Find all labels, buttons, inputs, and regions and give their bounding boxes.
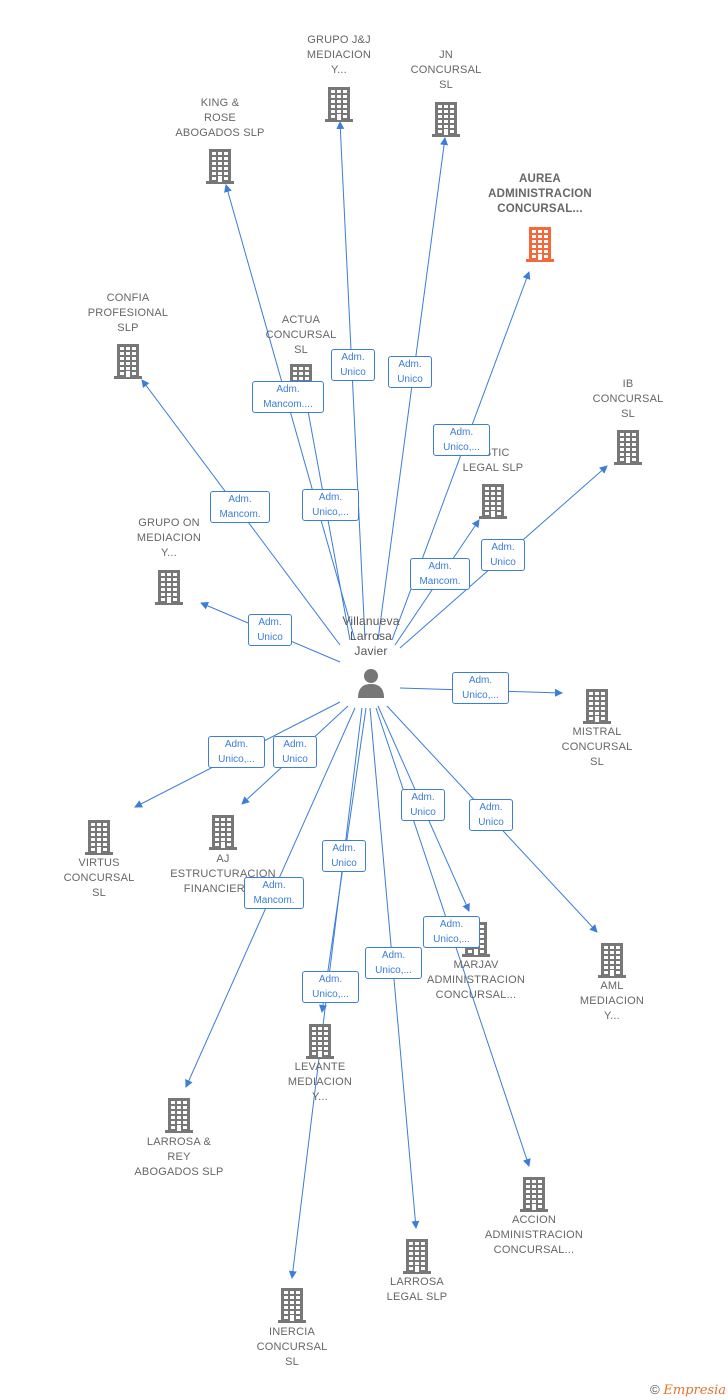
company-node-ib[interactable]: IB CONCURSAL SL — [563, 377, 693, 465]
company-label-actua[interactable]: ACTUA CONCURSAL SL — [265, 314, 337, 356]
edge-label-king-rose[interactable]: Adm. Mancom.... — [252, 381, 324, 413]
company-node-king-rose[interactable]: KING & ROSE ABOGADOS SLP — [155, 96, 285, 184]
copyright-symbol: © — [650, 1382, 660, 1397]
edge-label-confia[interactable]: Adm. Mancom. — [210, 491, 270, 523]
company-label-grupo-on[interactable]: GRUPO ON MEDIACION Y... — [136, 517, 202, 559]
edge-label-estic[interactable]: Adm. Mancom. — [410, 558, 470, 590]
company-label-accion[interactable]: ACCION ADMINISTRACION CONCURSAL... — [484, 1214, 584, 1256]
building-icon — [155, 570, 183, 605]
company-node-grupo-on[interactable]: GRUPO ON MEDIACION Y... — [104, 516, 234, 605]
building-icon — [432, 102, 460, 137]
building-icon — [614, 430, 642, 465]
brand-logo[interactable]: Empresia — [663, 1383, 726, 1398]
company-label-virtus[interactable]: VIRTUS CONCURSAL SL — [63, 857, 135, 899]
building-icon — [598, 943, 626, 978]
edge-jn — [377, 137, 449, 641]
building-icon — [583, 689, 611, 724]
edge-label-aj[interactable]: Adm. Unico — [273, 736, 317, 768]
building-icon — [114, 344, 142, 379]
company-label-aurea[interactable]: AUREA ADMINISTRACION CONCURSAL... — [488, 173, 592, 215]
company-label-inercia[interactable]: INERCIA CONCURSAL SL — [256, 1326, 328, 1368]
edge-label-aml[interactable]: Adm. Unico — [469, 799, 513, 831]
edge-label-aurea[interactable]: Adm. Unico,... — [433, 424, 490, 456]
company-node-estic[interactable]: ESTIC LEGAL SLP — [428, 446, 558, 519]
edge-label-inercia[interactable]: Adm. Unico,... — [302, 971, 359, 1003]
company-label-levante[interactable]: LEVANTE MEDIACION Y... — [287, 1061, 353, 1103]
edge-label-accion[interactable]: Adm. Unico,... — [423, 916, 480, 948]
building-icon — [85, 820, 113, 855]
company-label-ib[interactable]: IB CONCURSAL SL — [592, 378, 664, 420]
edge-label-larrosa-rey[interactable]: Adm. Mancom. — [244, 877, 304, 909]
person-icon — [358, 669, 384, 698]
company-node-grupo-jj[interactable]: GRUPO J&J MEDIACION Y... — [274, 33, 404, 122]
edge-label-ib[interactable]: Adm. Unico — [481, 539, 525, 571]
building-icon — [479, 484, 507, 519]
edge-label-virtus[interactable]: Adm. Unico,... — [208, 736, 265, 768]
footer: © Empresia — [650, 1382, 726, 1398]
building-icon — [325, 87, 353, 122]
company-label-jn[interactable]: JN CONCURSAL SL — [410, 49, 482, 91]
company-label-grupo-jj[interactable]: GRUPO J&J MEDIACION Y... — [306, 34, 372, 76]
edge-label-jn[interactable]: Adm. Unico — [388, 356, 432, 388]
edge-label-marjav[interactable]: Adm. Unico — [401, 789, 445, 821]
person-name-label[interactable]: Villanueva Larrosa Javier — [342, 614, 400, 658]
edge-label-grupo-on[interactable]: Adm. Unico — [248, 614, 292, 646]
company-label-mistral[interactable]: MISTRAL CONCURSAL SL — [561, 726, 633, 768]
building-icon — [209, 815, 237, 850]
building-icon — [306, 1024, 334, 1059]
edge-label-levante[interactable]: Adm. Unico — [322, 840, 366, 872]
building-icon — [403, 1239, 431, 1274]
company-label-marjav[interactable]: MARJAV ADMINISTRACION CONCURSAL... — [426, 959, 526, 1001]
edge-label-larrosa-legal[interactable]: Adm. Unico,... — [365, 947, 422, 979]
person-node-center[interactable]: Villanueva Larrosa Javier — [321, 614, 421, 699]
company-label-confia[interactable]: CONFIA PROFESIONAL SLP — [87, 292, 169, 334]
company-node-actua[interactable]: ACTUA CONCURSAL SL — [236, 313, 366, 399]
building-icon — [526, 227, 554, 262]
edge-label-actua[interactable]: Adm. Unico,... — [302, 489, 359, 521]
edge-label-grupo-jj[interactable]: Adm. Unico — [331, 349, 375, 381]
company-node-jn[interactable]: JN CONCURSAL SL — [381, 48, 511, 137]
company-label-aml[interactable]: AML MEDIACION Y... — [579, 980, 645, 1022]
edge-grupo-jj — [336, 121, 366, 641]
company-label-larrosa-rey[interactable]: LARROSA & REY ABOGADOS SLP — [134, 1136, 224, 1178]
building-icon — [278, 1288, 306, 1323]
company-node-aurea[interactable]: AUREA ADMINISTRACION CONCURSAL... — [475, 172, 605, 262]
building-icon — [165, 1098, 193, 1133]
building-icon — [206, 149, 234, 184]
building-icon — [520, 1177, 548, 1212]
company-node-confia[interactable]: CONFIA PROFESIONAL SLP — [63, 291, 193, 379]
company-label-king-rose[interactable]: KING & ROSE ABOGADOS SLP — [175, 97, 265, 139]
company-label-larrosa-legal[interactable]: LARROSA LEGAL SLP — [386, 1276, 448, 1303]
edge-label-mistral[interactable]: Adm. Unico,... — [452, 672, 509, 704]
